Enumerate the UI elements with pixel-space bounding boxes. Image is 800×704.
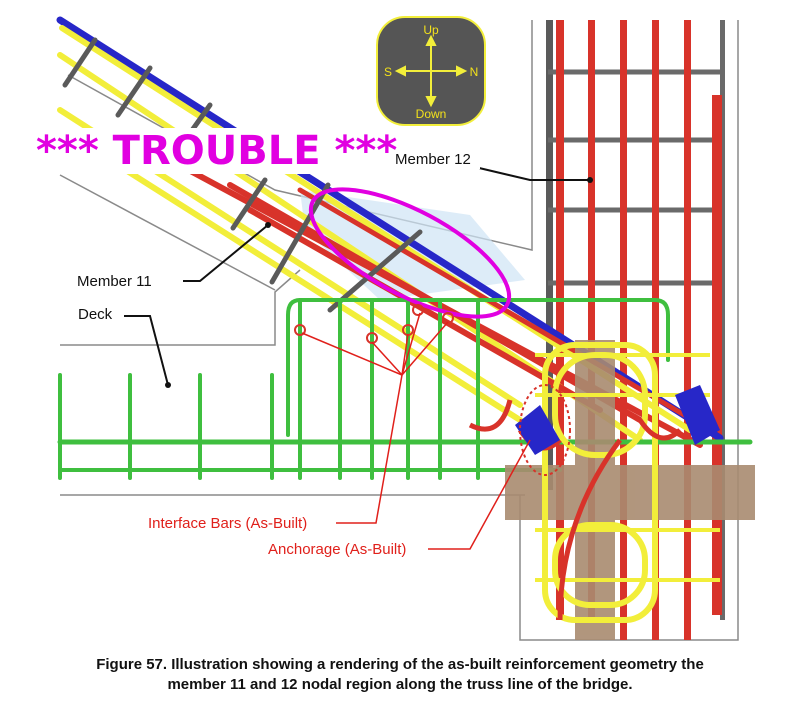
red-leaders [301, 312, 531, 550]
member-12-rebar [546, 20, 725, 640]
member11-backing [74, 270, 182, 290]
interface-bars-label: Interface Bars (As-Built) [148, 515, 307, 532]
deck-backing [74, 303, 124, 323]
caption-line-2: member 11 and 12 nodal region along the … [167, 676, 633, 693]
compass-up: Up [423, 23, 439, 37]
label-leaders [123, 162, 590, 386]
leader-dots [165, 177, 593, 388]
compass-down: Down [416, 107, 447, 121]
red-hooks [468, 399, 682, 621]
figure-caption: Figure 57. Illustration showing a render… [40, 655, 760, 695]
compass-south: S [384, 65, 392, 79]
trouble-banner: *** TROUBLE *** [36, 128, 397, 174]
member-12-label: Member 12 [395, 151, 471, 168]
compass-north: N [470, 65, 479, 79]
compass: Up Down S N [376, 16, 486, 126]
member12-label-backing [392, 147, 480, 169]
caption-line-1: Figure 57. Illustration showing a render… [96, 656, 704, 673]
member-11-label: Member 11 [77, 273, 152, 290]
trouble-backing [30, 128, 392, 174]
deck-label: Deck [78, 306, 113, 323]
blue-bar-ends [515, 385, 720, 455]
anchorage-label: Anchorage (As-Built) [268, 541, 406, 558]
anchorage-marker [519, 384, 571, 476]
trouble-ellipse [308, 187, 512, 319]
compass-arrows-icon [394, 34, 468, 108]
